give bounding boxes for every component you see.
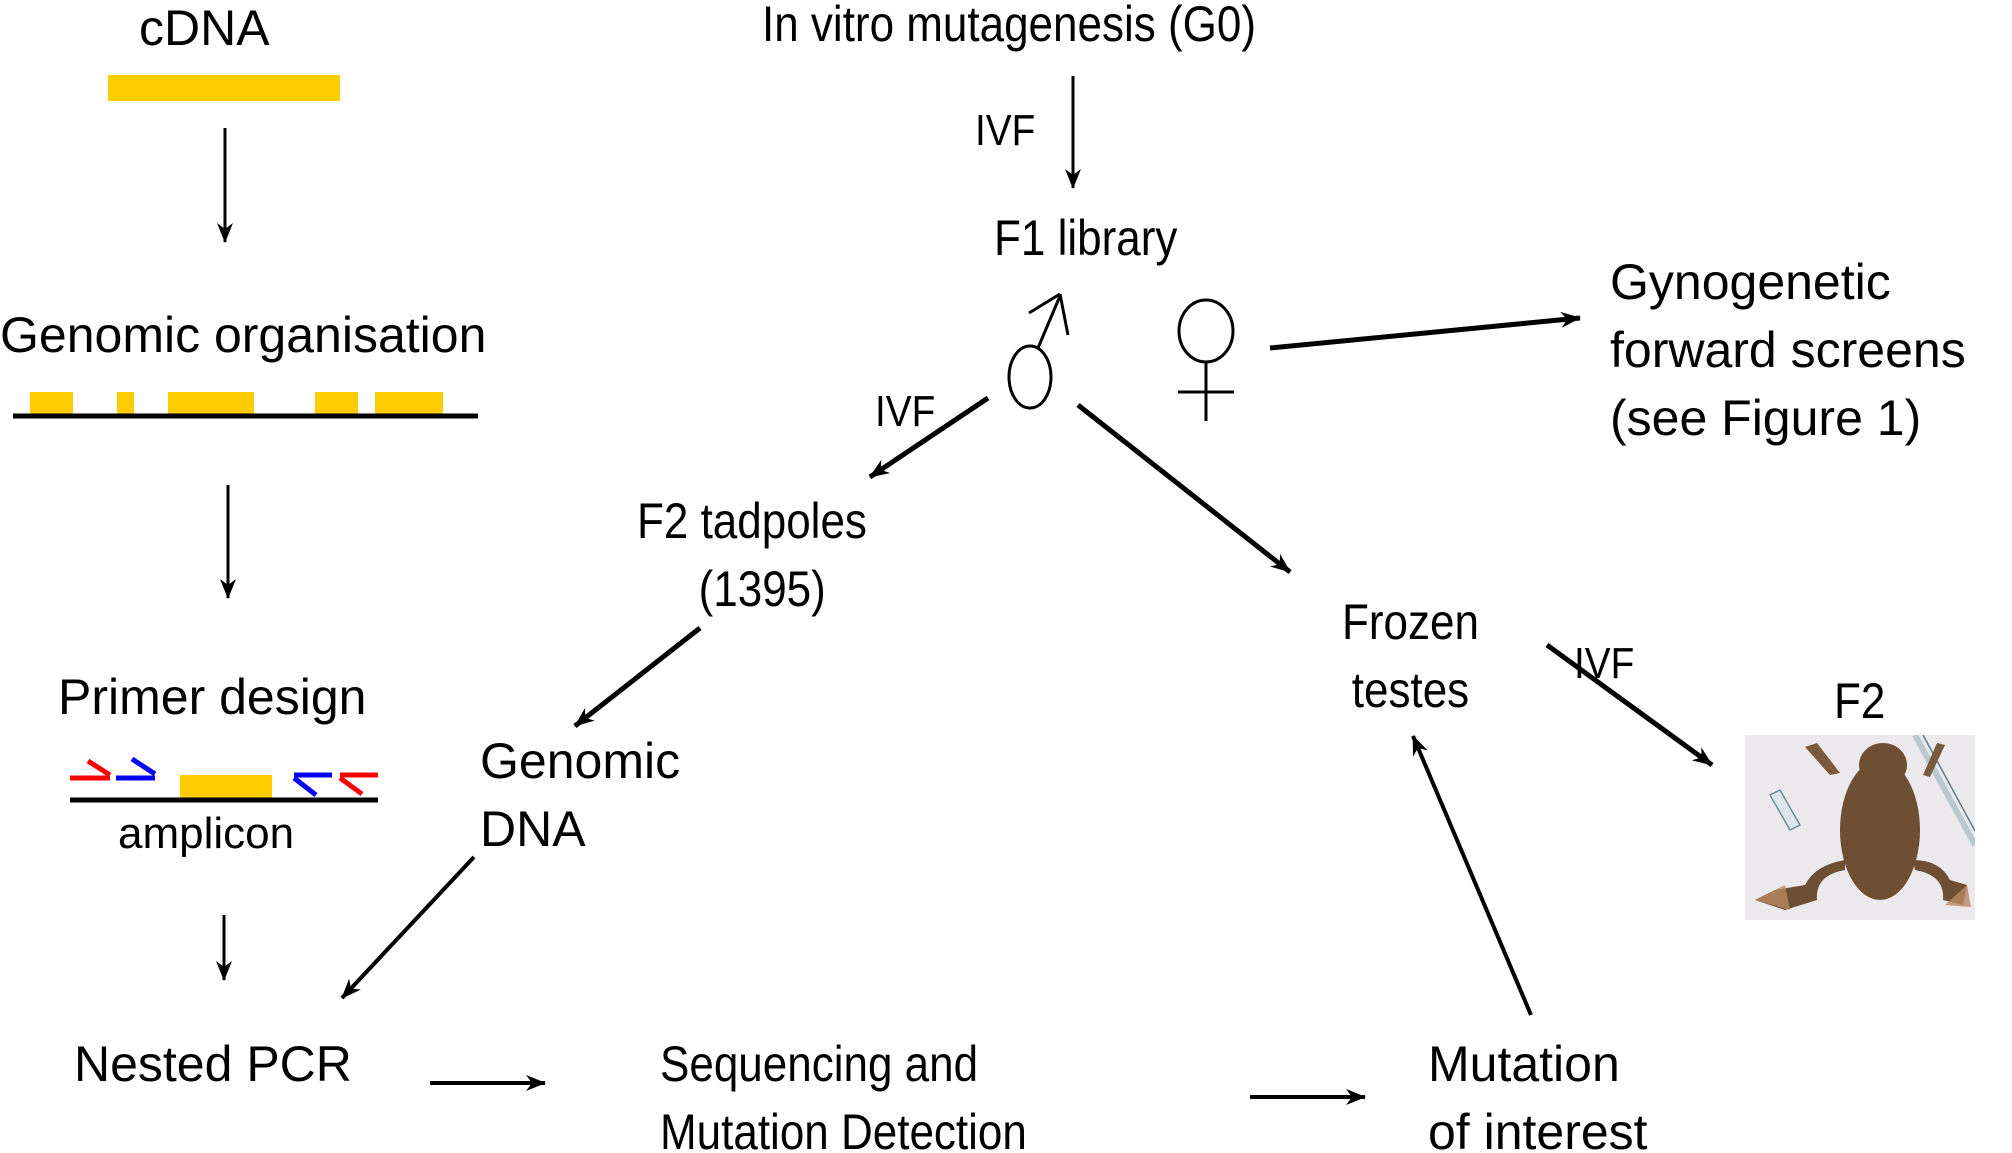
gynogenetic-line2: forward screens xyxy=(1610,322,1966,378)
cdna-exon-bar xyxy=(108,75,340,101)
genomic-dna-line2: DNA xyxy=(480,801,586,857)
sequencing-line1: Sequencing and xyxy=(660,1036,979,1092)
inner-forward-primer xyxy=(116,756,157,781)
male-symbol-icon xyxy=(1007,292,1070,410)
f2-tadpoles-label: F2 tadpoles (1395) xyxy=(637,487,867,623)
inner-reverse-primer xyxy=(292,772,332,797)
genomic-exon-structure xyxy=(13,392,478,419)
f2-frog-photo xyxy=(1745,735,1975,920)
outer-forward-primer xyxy=(70,758,112,781)
mutagenesis-label: In vitro mutagenesis (G0) xyxy=(762,0,1256,52)
genomic-dna-label: Genomic DNA xyxy=(480,727,680,863)
primer-design-label: Primer design xyxy=(58,669,367,725)
arrow-genomic-dna-to-pcr xyxy=(340,855,476,1000)
nested-pcr-label: Nested PCR xyxy=(74,1036,352,1092)
sequencing-label: Sequencing and Mutation Detection xyxy=(660,1030,1027,1153)
arrow-mutation-to-frozen xyxy=(1411,735,1533,1016)
ivf-label-left: IVF xyxy=(875,387,936,436)
mutation-line1: Mutation xyxy=(1428,1036,1620,1092)
mutation-of-interest-label: Mutation of interest xyxy=(1428,1030,1648,1153)
f1-library-label: F1 library xyxy=(994,210,1178,266)
frozen-line2: testes xyxy=(1351,662,1470,718)
mutation-line2: of interest xyxy=(1428,1104,1648,1153)
arrow-male-to-frozen-testes xyxy=(1076,403,1292,574)
f2-frog-label: F2 xyxy=(1834,673,1886,729)
ivf-label-right: IVF xyxy=(1574,639,1635,688)
ivf-label-top: IVF xyxy=(975,106,1036,155)
genomic-organisation-label: Genomic organisation xyxy=(0,307,487,363)
arrow-tadpoles-to-genomic-dna xyxy=(573,626,702,728)
arrow-male-to-f2-tadpoles xyxy=(868,395,990,480)
arrow-female-to-gynogenetic xyxy=(1269,311,1581,351)
f2-tadpoles-count: (1395) xyxy=(698,561,826,617)
genomic-dna-line1: Genomic xyxy=(480,733,681,789)
primer-design-graphic xyxy=(70,756,378,803)
frozen-line1: Frozen xyxy=(1342,594,1479,650)
frozen-testes-label: Frozen testes xyxy=(1342,588,1479,724)
arrow-frozen-to-f2 xyxy=(1545,642,1714,768)
cdna-label: cDNA xyxy=(139,0,270,56)
f2-tadpoles-title: F2 tadpoles xyxy=(637,493,867,549)
gynogenetic-line1: Gynogenetic xyxy=(1610,254,1891,310)
female-symbol-icon xyxy=(1177,298,1235,421)
gynogenetic-screens-label: Gynogenetic forward screens (see Figure … xyxy=(1610,248,1966,452)
outer-reverse-primer xyxy=(338,772,378,797)
gynogenetic-line3: (see Figure 1) xyxy=(1610,390,1922,446)
amplicon-label: amplicon xyxy=(118,809,295,858)
sequencing-line2: Mutation Detection xyxy=(660,1104,1027,1153)
